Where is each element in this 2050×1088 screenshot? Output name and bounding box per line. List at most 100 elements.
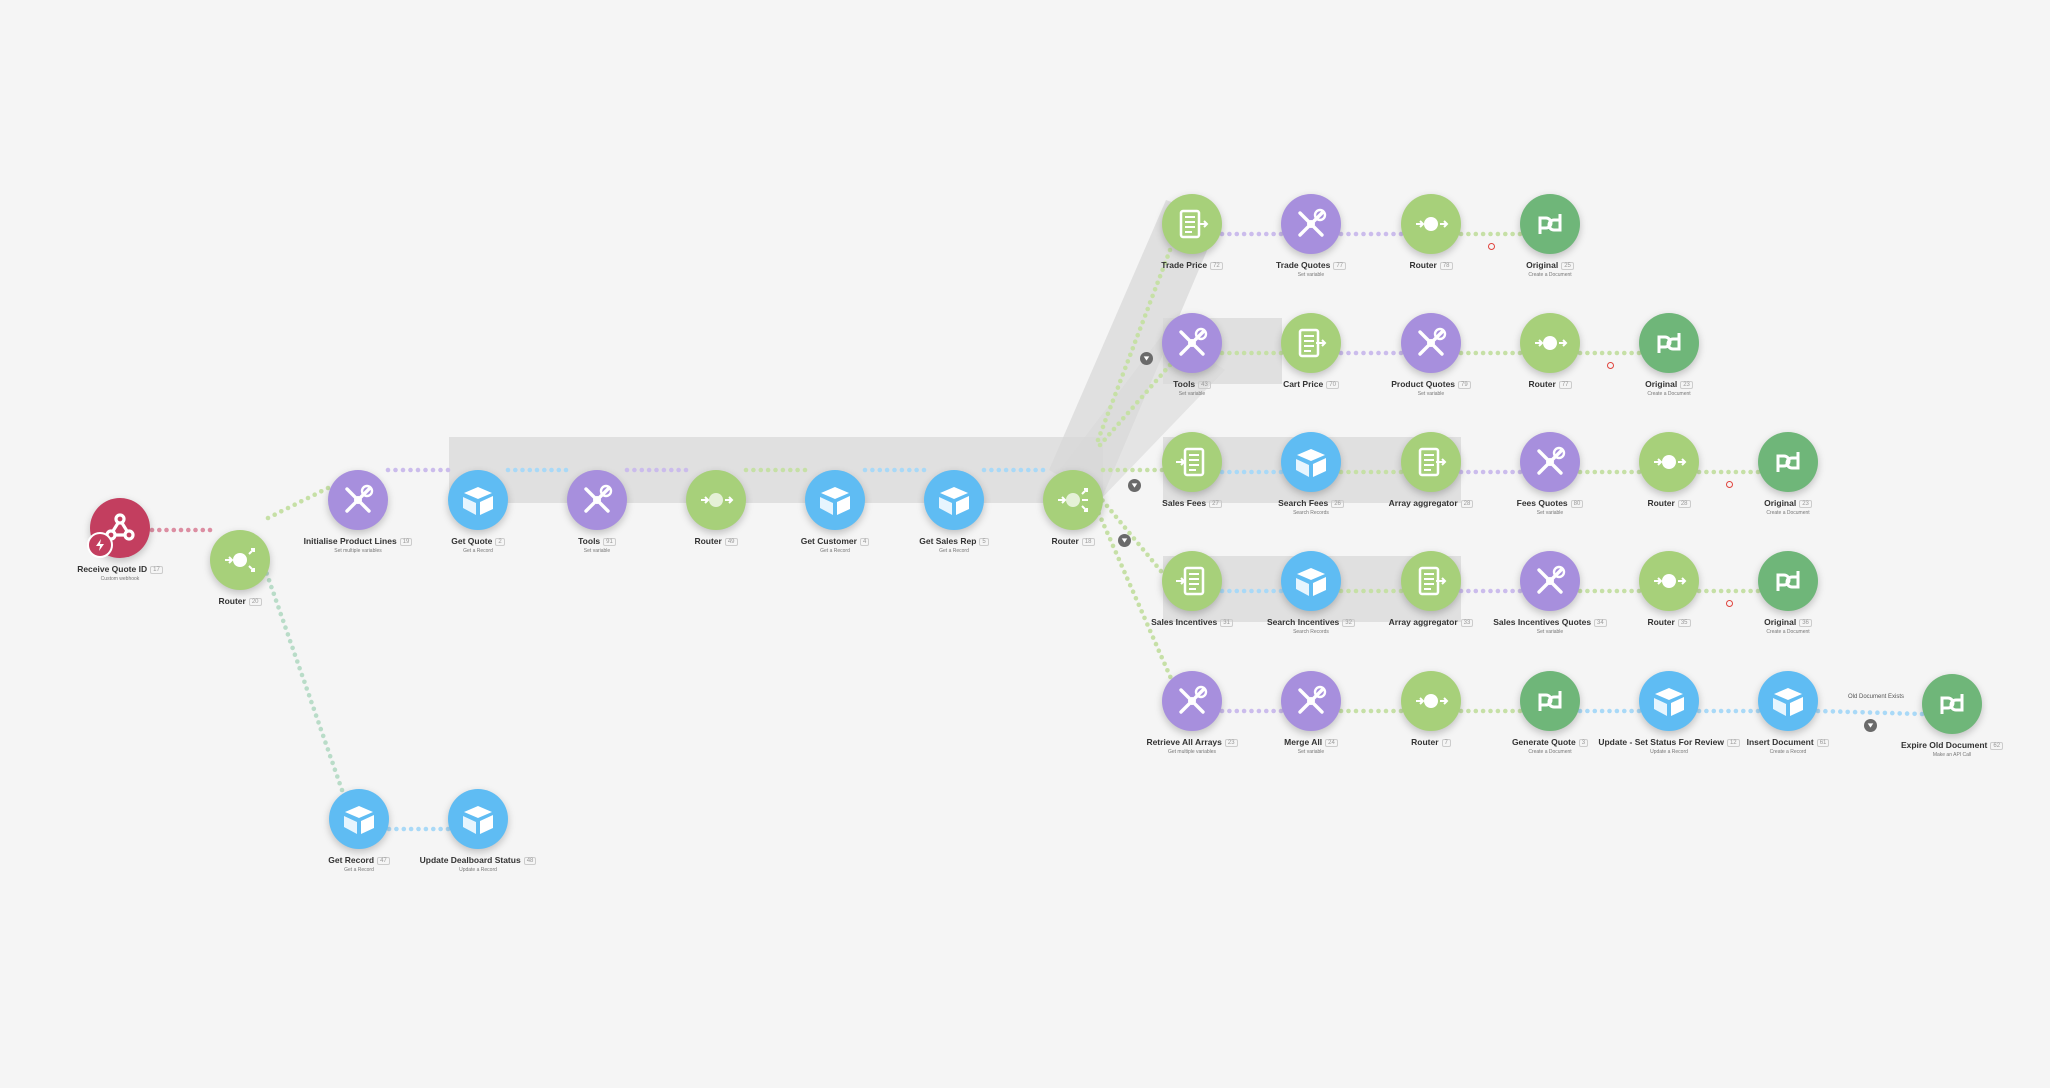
connection-dot: [1488, 231, 1493, 237]
error-handler-icon[interactable]: [1726, 600, 1733, 607]
connection-dot: [1495, 708, 1501, 714]
module-index: 35: [1677, 619, 1691, 627]
connection-dot: [1904, 711, 1910, 716]
connection-dot: [290, 645, 295, 651]
connection-dot: [1473, 231, 1479, 237]
filter-icon[interactable]: [1140, 352, 1153, 365]
connection-dot: [1150, 293, 1155, 299]
filter-icon[interactable]: [1118, 534, 1131, 547]
error-handler-icon[interactable]: [1726, 481, 1733, 488]
connection-dot: [1458, 350, 1464, 356]
connection-dot: [1137, 326, 1143, 331]
connection-dot: [1256, 708, 1262, 714]
connection-dot: [1104, 503, 1110, 509]
connection-dot: [1026, 467, 1031, 473]
error-handler-icon[interactable]: [1488, 243, 1495, 250]
connection-dot: [981, 467, 987, 473]
connection-dot: [877, 467, 883, 473]
connection-dot: [278, 611, 284, 617]
module-title: Search Incentives: [1267, 617, 1340, 627]
connection-dot: [1234, 231, 1240, 237]
connection-dot: [1110, 543, 1116, 549]
iterator-icon: [1162, 432, 1222, 492]
connection-dot: [1860, 710, 1865, 715]
connection-dot: [1113, 391, 1118, 397]
connection-dot: [1614, 708, 1620, 714]
connection-dot: [200, 527, 206, 533]
connection-dot: [1585, 708, 1590, 714]
router-icon: [1401, 194, 1461, 254]
module-index: 25: [1561, 262, 1574, 270]
router-icon: [1401, 671, 1461, 731]
connection-dot: [1264, 469, 1269, 475]
connection-dot: [1219, 588, 1225, 594]
connection-dot: [1599, 708, 1605, 714]
connection-dot: [1607, 588, 1612, 594]
connection-dot: [1234, 469, 1240, 475]
connection-dot: [1110, 398, 1116, 404]
filter-icon[interactable]: [1128, 479, 1141, 492]
connection-dot: [1227, 231, 1232, 237]
connection-dot: [1133, 596, 1139, 601]
connection-dot: [1108, 467, 1113, 473]
module-subtitle: Search Records: [1293, 629, 1329, 635]
connection-dot: [1338, 231, 1344, 237]
connection-dot: [1113, 550, 1119, 555]
connection-dot: [1241, 350, 1247, 356]
module-index: 70: [1326, 381, 1339, 389]
error-handler-icon[interactable]: [1607, 362, 1614, 369]
connection-dot: [1346, 231, 1351, 237]
connection-dot: [1361, 350, 1366, 356]
connection-dot: [430, 467, 436, 473]
filter-icon[interactable]: [1864, 719, 1877, 732]
connection-dot: [1227, 469, 1232, 475]
connection-dot: [1592, 350, 1598, 356]
router-icon: [1639, 551, 1699, 611]
connection-dot: [1165, 668, 1170, 673]
pandadoc-icon: [1639, 313, 1699, 373]
connection-dot: [408, 467, 413, 473]
module-index: 28: [1677, 500, 1691, 508]
connection-dot: [1383, 708, 1389, 714]
